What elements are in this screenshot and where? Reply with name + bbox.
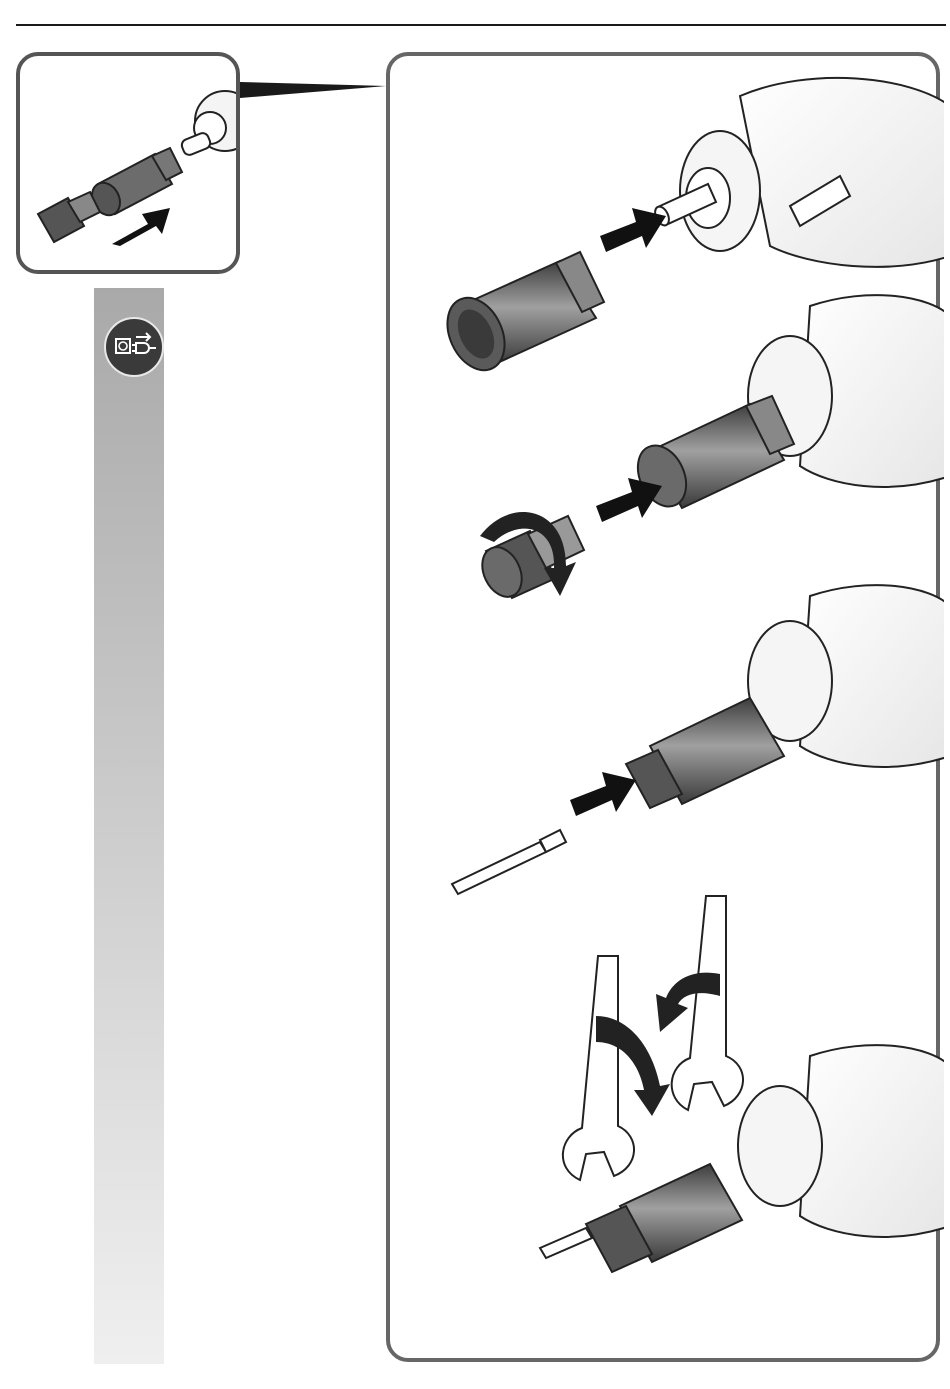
step-4-tighten-with-wrenches: [540, 896, 944, 1272]
overview-illustration: [20, 56, 240, 274]
overview-inset: [16, 52, 240, 274]
unplug-before-servicing-icon: [104, 317, 164, 377]
procedure-frame: [386, 52, 940, 1362]
push-arrow-icon: [600, 208, 666, 252]
push-arrow-icon: [596, 478, 662, 522]
header-rule: [16, 24, 946, 26]
procedure-illustration: [390, 56, 944, 1366]
collet-nut-part: [38, 192, 100, 242]
wrench-left: [563, 956, 634, 1180]
drill-bit-part: [452, 830, 566, 894]
sleeve-part: [436, 252, 604, 379]
push-arrow-icon: [570, 772, 636, 816]
step-3-insert-bit: [452, 585, 944, 894]
section-sidebar: [94, 288, 164, 1364]
push-arrow-icon: [112, 208, 170, 246]
wrench-right: [672, 896, 743, 1110]
